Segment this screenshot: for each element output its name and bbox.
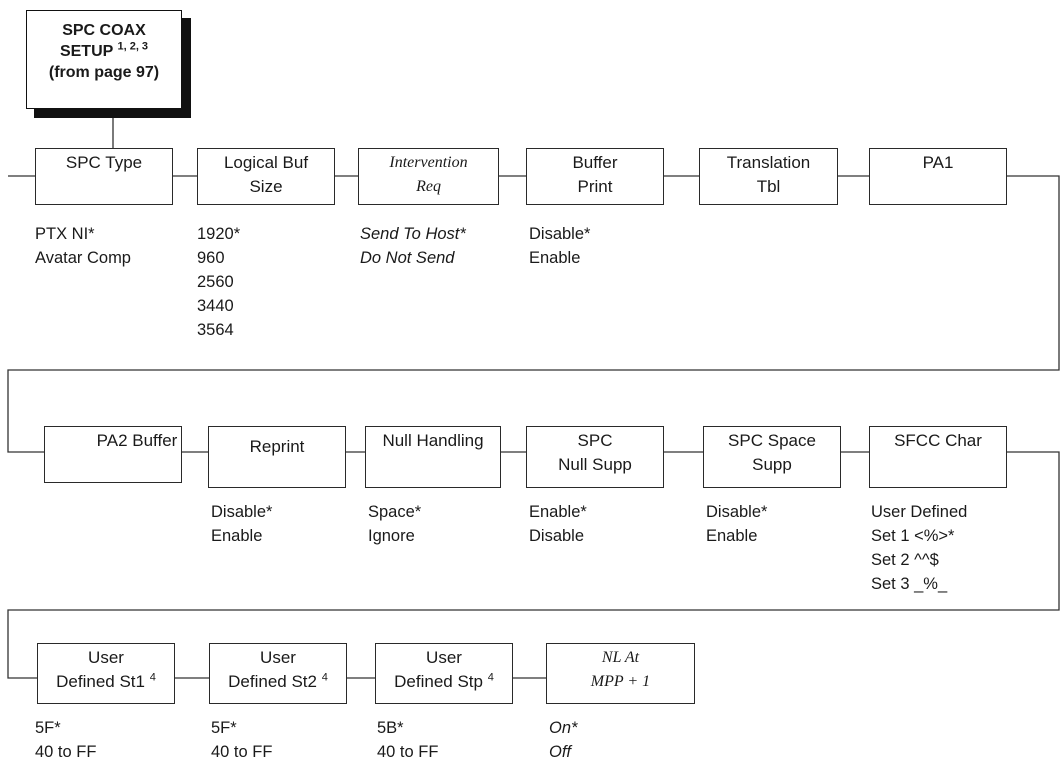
option-item: 5F* xyxy=(35,719,61,737)
option-item: 40 to FF xyxy=(211,743,273,761)
box-intervention-req-line-1: Intervention xyxy=(389,154,468,171)
box-buffer-print-line-1: Buffer xyxy=(572,153,618,172)
box-intervention-req-line-2: Req xyxy=(416,178,441,195)
option-item: 40 to FF xyxy=(377,743,439,761)
options-spc-space-supp: Disable* Enable xyxy=(706,500,767,548)
box-spc-null-supp-line-1: SPC xyxy=(577,431,613,450)
box-user-defined-st2: User Defined St2 4 xyxy=(209,643,347,704)
option-item: Enable* xyxy=(529,503,587,521)
option-item: PTX NI* xyxy=(35,225,95,243)
options-user-defined-stp: 5B* 40 to FF xyxy=(377,716,438,764)
option-item: Set 3 _%_ xyxy=(871,575,948,593)
box-null-handling: Null Handling xyxy=(365,426,501,488)
option-item: Enable xyxy=(529,249,581,267)
option-item: Disable* xyxy=(706,503,768,521)
option-item: Disable* xyxy=(529,225,591,243)
box-pa1-label: PA1 xyxy=(922,153,954,172)
option-item: 3440 xyxy=(197,297,234,315)
box-user-defined-st1: User Defined St1 4 xyxy=(37,643,175,704)
option-item: User Defined xyxy=(871,503,968,521)
box-reprint-line-2: Reprint xyxy=(249,437,305,456)
options-null-handling: Space* Ignore xyxy=(368,500,421,548)
box-user-defined-st2-line-2-text: Defined St2 xyxy=(228,672,317,691)
box-logical-buf-size-line-1: Logical Buf xyxy=(223,153,309,172)
box-buffer-print-line-2: Print xyxy=(577,177,613,196)
box-pa2-buffer-label: PA2 Buffer xyxy=(96,431,178,450)
box-translation-tbl-line-2: Tbl xyxy=(756,177,781,196)
box-logical-buf-size-line-2: Size xyxy=(249,177,283,196)
start-box-line-1: SPC COAX xyxy=(62,22,146,39)
box-user-defined-stp-line-2: Defined Stp 4 xyxy=(394,670,494,694)
option-item: Disable xyxy=(529,527,585,545)
option-item: Set 1 <%>* xyxy=(871,527,955,545)
option-item: Send To Host* xyxy=(360,225,466,243)
box-reprint: Reprint xyxy=(208,426,346,488)
start-box-line-2-text: SETUP xyxy=(59,43,114,60)
options-spc-null-supp: Enable* Disable xyxy=(529,500,587,548)
option-item: Space* xyxy=(368,503,422,521)
options-user-defined-st1: 5F* 40 to FF xyxy=(35,716,96,764)
box-spc-space-supp-line-1: SPC Space xyxy=(728,431,816,450)
footnote-4: 4 xyxy=(149,671,156,684)
box-pa1: PA1 xyxy=(869,148,1007,205)
box-spc-space-supp: SPC Space Supp xyxy=(703,426,841,488)
box-nl-at-line-2: MPP + 1 xyxy=(590,673,651,690)
box-spc-null-supp-line-2: Null Supp xyxy=(558,455,632,474)
box-nl-at-line-1: NL At xyxy=(601,649,640,666)
box-spc-type: SPC Type xyxy=(35,148,173,205)
option-item: 40 to FF xyxy=(35,743,97,761)
box-user-defined-st2-line-2: Defined St2 4 xyxy=(228,670,328,694)
option-item: Off xyxy=(549,743,572,761)
box-translation-tbl-line-1: Translation xyxy=(726,153,811,172)
start-box-spc-coax-setup: SPC COAX SETUP 1, 2, 3 (from page 97) xyxy=(26,10,182,109)
option-item: On* xyxy=(549,719,578,737)
box-user-defined-st1-line-2-text: Defined St1 xyxy=(56,672,145,691)
box-intervention-req: Intervention Req xyxy=(358,148,499,205)
options-user-defined-st2: 5F* 40 to FF xyxy=(211,716,272,764)
option-item: 5F* xyxy=(211,719,237,737)
option-item: 960 xyxy=(197,249,225,267)
options-buffer-print: Disable* Enable xyxy=(529,222,590,270)
start-box-footnotes: 1, 2, 3 xyxy=(117,40,149,53)
box-buffer-print: Buffer Print xyxy=(526,148,664,205)
box-pa2-buffer: PA2 Buffer xyxy=(44,426,182,483)
box-logical-buf-size: Logical Buf Size xyxy=(197,148,335,205)
box-spc-null-supp: SPC Null Supp xyxy=(526,426,664,488)
box-user-defined-st2-line-1: User xyxy=(260,648,296,667)
option-item: Set 2 ^^$ xyxy=(871,551,939,569)
box-user-defined-stp-line-1: User xyxy=(426,648,462,667)
option-item: 2560 xyxy=(197,273,234,291)
box-user-defined-st1-line-2: Defined St1 4 xyxy=(56,670,156,694)
option-item: Enable xyxy=(706,527,758,545)
footnote-4: 4 xyxy=(487,671,494,684)
option-item: 1920* xyxy=(197,225,241,243)
option-item: Avatar Comp xyxy=(35,249,131,267)
options-intervention-req: Send To Host* Do Not Send xyxy=(360,222,466,270)
box-sfcc-char-label: SFCC Char xyxy=(894,431,982,450)
options-reprint: Disable* Enable xyxy=(211,500,272,548)
box-user-defined-stp-line-2-text: Defined Stp xyxy=(394,672,483,691)
options-nl-at-mpp-plus-1: On* Off xyxy=(549,716,577,764)
box-user-defined-stp: User Defined Stp 4 xyxy=(375,643,513,704)
box-translation-tbl: Translation Tbl xyxy=(699,148,838,205)
start-box-line-3: (from page 97) xyxy=(48,64,160,81)
option-item: 5B* xyxy=(377,719,404,737)
box-spc-type-label: SPC Type xyxy=(65,153,143,172)
option-item: Do Not Send xyxy=(360,249,455,267)
box-spc-space-supp-line-2: Supp xyxy=(752,455,792,474)
box-null-handling-label: Null Handling xyxy=(382,431,484,450)
box-nl-at-mpp-plus-1: NL At MPP + 1 xyxy=(546,643,695,704)
footnote-4: 4 xyxy=(321,671,328,684)
options-logical-buf-size: 1920* 960 2560 3440 3564 xyxy=(197,222,240,342)
box-user-defined-st1-line-1: User xyxy=(88,648,124,667)
option-item: 3564 xyxy=(197,321,234,339)
option-item: Enable xyxy=(211,527,263,545)
start-box-line-2: SETUP 1, 2, 3 xyxy=(60,41,148,62)
options-sfcc-char: User Defined Set 1 <%>* Set 2 ^^$ Set 3 … xyxy=(871,500,967,596)
box-sfcc-char: SFCC Char xyxy=(869,426,1007,488)
options-spc-type: PTX NI* Avatar Comp xyxy=(35,222,131,270)
option-item: Ignore xyxy=(368,527,415,545)
option-item: Disable* xyxy=(211,503,273,521)
